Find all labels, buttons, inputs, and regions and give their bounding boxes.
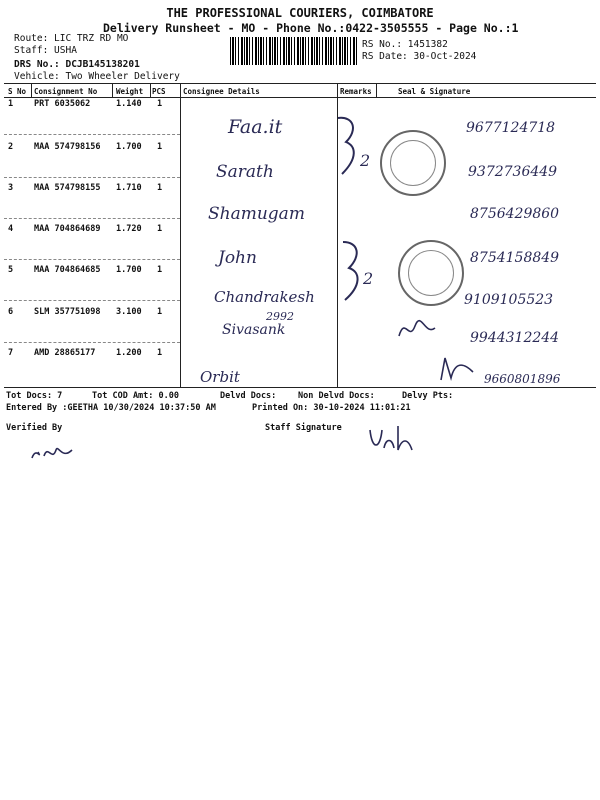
row-2-weight: 1.700: [116, 142, 142, 152]
verified-by-label: Verified By: [6, 423, 63, 433]
row-separator: [4, 218, 180, 219]
brace-mark-icon: 2: [342, 241, 373, 301]
row-3-consignment: MAA 574798155: [34, 183, 101, 193]
col-divider: [180, 83, 181, 387]
row-2-sno: 2: [8, 142, 14, 152]
handwritten-name: Faa.it: [228, 116, 283, 138]
col-divider: [150, 83, 151, 97]
route-label: Route: LIC TRZ RD MO: [14, 33, 129, 44]
entered-by: Entered By :GEETHA 10/30/2024 10:37:50 A…: [6, 403, 216, 413]
handwritten-phone: 9109105523: [464, 292, 554, 308]
row-2-consignment: MAA 574798156: [34, 142, 101, 152]
handwritten-phone: 9660801896: [484, 372, 561, 386]
signature-scribble-icon: [398, 319, 436, 337]
row-7-consignment: AMD 28865177: [34, 348, 96, 358]
row-3-pcs: 1: [157, 183, 163, 193]
col-divider: [337, 83, 338, 387]
row-7-weight: 1.200: [116, 348, 142, 358]
row-1-weight: 1.140: [116, 99, 142, 109]
col-header-consignee: Consignee Details: [183, 87, 260, 96]
handwritten-name: Shamugam: [208, 204, 305, 224]
row-4-weight: 1.720: [116, 224, 142, 234]
svg-text:2: 2: [359, 151, 370, 170]
runsheet-subtitle: Delivery Runsheet - MO - Phone No.:0422-…: [103, 21, 519, 35]
col-divider: [31, 83, 32, 97]
table-header-rule: [4, 97, 596, 98]
col-header-remarks: Remarks: [340, 87, 372, 96]
handwritten-name: Sivasank: [222, 322, 286, 338]
col-divider: [112, 83, 113, 97]
row-6-weight: 3.100: [116, 307, 142, 317]
row-5-sno: 5: [8, 265, 14, 275]
printed-on: Printed On: 30-10-2024 11:01:21: [252, 403, 411, 413]
total-cod-amount: Tot COD Amt: 0.00: [92, 391, 179, 401]
row-1-consignment: PRT 6035062: [34, 99, 91, 109]
svg-text:2: 2: [362, 269, 373, 288]
handwritten-phone: 8754158849: [470, 250, 560, 266]
company-seal-stamp: [380, 130, 446, 196]
row-separator: [4, 177, 180, 178]
verifier-signature-icon: [31, 447, 73, 459]
delivery-points: Delvy Pts:: [402, 391, 454, 401]
row-4-pcs: 1: [157, 224, 163, 234]
row-4-consignment: MAA 704864689: [34, 224, 101, 234]
col-header-consignment: Consignment No: [34, 87, 98, 96]
row-1-pcs: 1: [157, 99, 163, 109]
row-1-sno: 1: [8, 99, 14, 109]
rs-date: RS Date: 30-Oct-2024: [362, 51, 477, 62]
delivered-docs: Delvd Docs:: [220, 391, 277, 401]
col-divider: [376, 83, 377, 97]
handwritten-name: Sarath: [216, 162, 274, 182]
handwritten-phone: 9677124718: [466, 120, 556, 136]
brace-mark-icon: 2: [337, 116, 370, 175]
row-6-consignment: SLM 357751098: [34, 307, 101, 317]
row-7-sno: 7: [8, 348, 14, 358]
handwritten-phone: 8756429860: [470, 206, 560, 222]
row-5-pcs: 1: [157, 265, 163, 275]
company-title: THE PROFESSIONAL COURIERS, COIMBATORE: [166, 6, 434, 20]
handwritten-name: John: [218, 248, 257, 268]
handwritten-name: Orbit: [200, 368, 240, 386]
non-delivered-docs: Non Delvd Docs:: [298, 391, 375, 401]
row-6-pcs: 1: [157, 307, 163, 317]
table-bottom-rule: [4, 387, 596, 388]
row-5-consignment: MAA 704864685: [34, 265, 101, 275]
row-separator: [4, 134, 180, 135]
rs-number: RS No.: 1451382: [362, 39, 448, 50]
total-docs: Tot Docs: 7: [6, 391, 63, 401]
handwritten-phone: 9372736449: [468, 164, 558, 180]
handwritten-name: Chandrakesh: [214, 288, 315, 306]
table-top-rule: [4, 83, 596, 84]
row-3-sno: 3: [8, 183, 14, 193]
company-seal-stamp: [398, 240, 464, 306]
row-3-weight: 1.710: [116, 183, 142, 193]
row-separator: [4, 342, 180, 343]
row-5-weight: 1.700: [116, 265, 142, 275]
row-6-sno: 6: [8, 307, 14, 317]
handwritten-mark: 2992: [266, 310, 294, 323]
row-2-pcs: 1: [157, 142, 163, 152]
col-header-seal-signature: Seal & Signature: [398, 87, 471, 96]
row-7-pcs: 1: [157, 348, 163, 358]
staff-signature-icon: [369, 426, 413, 451]
col-header-pcs: PCS: [152, 87, 166, 96]
staff-signature-label: Staff Signature: [265, 423, 342, 433]
staff-label: Staff: USHA: [14, 45, 77, 56]
vehicle-label: Vehicle: Two Wheeler Delivery: [14, 71, 180, 82]
row-4-sno: 4: [8, 224, 14, 234]
row-separator: [4, 259, 180, 260]
signature-scribble-icon: [440, 357, 474, 382]
handwritten-phone: 9944312244: [470, 330, 560, 346]
col-header-weight: Weight: [116, 87, 144, 96]
row-separator: [4, 300, 180, 301]
drs-number: DRS No.: DCJB145138201: [14, 59, 140, 70]
col-header-sno: S No: [8, 87, 27, 96]
barcode: [230, 37, 358, 65]
